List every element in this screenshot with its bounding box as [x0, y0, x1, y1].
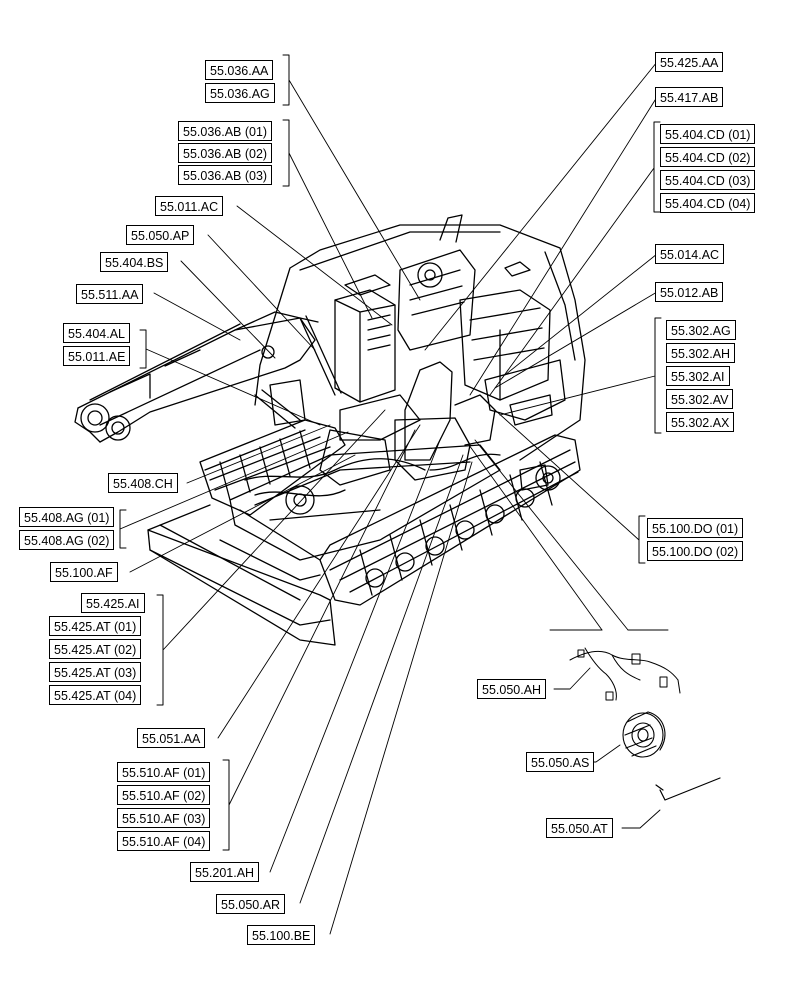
callout-55-408-ch[interactable]: 55.408.CH — [108, 473, 178, 493]
callout-55-011-ac[interactable]: 55.011.AC — [155, 196, 224, 216]
callout-55-014-ac[interactable]: 55.014.AC — [655, 244, 725, 264]
callout-55-408-ag-02[interactable]: 55.408.AG (02) — [19, 530, 115, 550]
callout-55-510-af-02[interactable]: 55.510.AF (02) — [117, 785, 211, 805]
callout-55-036-ab-01[interactable]: 55.036.AB (01) — [178, 121, 273, 141]
callout-55-036-ag[interactable]: 55.036.AG — [205, 83, 275, 103]
callout-55-302-av[interactable]: 55.302.AV — [666, 389, 734, 409]
callout-55-050-ap[interactable]: 55.050.AP — [126, 225, 195, 245]
callout-55-036-ab-02[interactable]: 55.036.AB (02) — [178, 143, 273, 163]
callout-55-510-af-03[interactable]: 55.510.AF (03) — [117, 808, 211, 828]
callout-55-036-aa[interactable]: 55.036.AA — [205, 60, 274, 80]
callout-55-100-af[interactable]: 55.100.AF — [50, 562, 118, 582]
callout-55-511-aa[interactable]: 55.511.AA — [76, 284, 144, 304]
callout-55-036-ab-03[interactable]: 55.036.AB (03) — [178, 165, 273, 185]
sensor-wire — [655, 777, 721, 801]
callout-55-425-at-02[interactable]: 55.425.AT (02) — [49, 639, 142, 659]
callout-55-302-ag[interactable]: 55.302.AG — [666, 320, 736, 340]
callout-55-404-al[interactable]: 55.404.AL — [63, 323, 130, 343]
callout-55-050-ar[interactable]: 55.050.AR — [216, 894, 286, 914]
callout-55-417-ab[interactable]: 55.417.AB — [655, 87, 724, 107]
callout-55-050-as[interactable]: 55.050.AS — [526, 752, 595, 772]
cab-canopy — [254, 224, 586, 461]
callout-55-408-ag-01[interactable]: 55.408.AG (01) — [19, 507, 115, 527]
callout-55-302-ah[interactable]: 55.302.AH — [666, 343, 736, 363]
left-track — [199, 419, 346, 516]
callout-55-404-cd-03[interactable]: 55.404.CD (03) — [660, 170, 756, 190]
callout-55-425-at-03[interactable]: 55.425.AT (03) — [49, 662, 142, 682]
callout-55-404-cd-04[interactable]: 55.404.CD (04) — [660, 193, 756, 213]
callout-55-302-ax[interactable]: 55.302.AX — [666, 412, 735, 432]
callout-55-100-be[interactable]: 55.100.BE — [247, 925, 316, 945]
callout-55-425-at-04[interactable]: 55.425.AT (04) — [49, 685, 142, 705]
dozer-blade — [147, 504, 336, 646]
callout-55-050-ah[interactable]: 55.050.AH — [477, 679, 547, 699]
wire-harness — [569, 647, 681, 701]
callout-55-404-bs[interactable]: 55.404.BS — [100, 252, 169, 272]
callout-55-051-aa[interactable]: 55.051.AA — [137, 728, 206, 748]
undercarriage-frame — [229, 444, 501, 561]
callout-55-510-af-04[interactable]: 55.510.AF (04) — [117, 831, 211, 851]
callout-55-404-cd-01[interactable]: 55.404.CD (01) — [660, 124, 756, 144]
callout-55-201-ah[interactable]: 55.201.AH — [190, 862, 260, 882]
callout-55-425-aa[interactable]: 55.425.AA — [655, 52, 724, 72]
callout-55-011-ae[interactable]: 55.011.AE — [63, 346, 131, 366]
callout-55-100-do-01[interactable]: 55.100.DO (01) — [647, 518, 744, 538]
blower-fan — [622, 711, 666, 758]
callout-55-425-ai[interactable]: 55.425.AI — [81, 593, 145, 613]
callout-55-302-ai[interactable]: 55.302.AI — [666, 366, 730, 386]
callout-55-425-at-01[interactable]: 55.425.AT (01) — [49, 616, 142, 636]
callout-55-510-af-01[interactable]: 55.510.AF (01) — [117, 762, 211, 782]
callout-55-012-ab[interactable]: 55.012.AB — [655, 282, 724, 302]
callout-55-404-cd-02[interactable]: 55.404.CD (02) — [660, 147, 756, 167]
callout-55-100-do-02[interactable]: 55.100.DO (02) — [647, 541, 744, 561]
callout-55-050-at[interactable]: 55.050.AT — [546, 818, 613, 838]
boom-arm — [74, 311, 319, 443]
